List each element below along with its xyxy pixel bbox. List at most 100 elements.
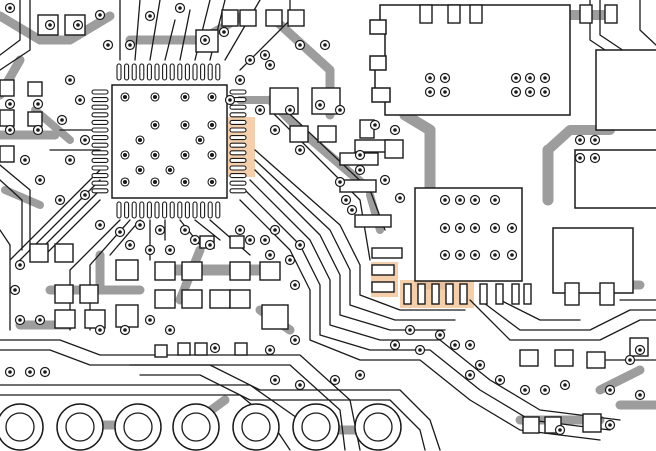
smd-pad — [289, 125, 309, 143]
via-hole — [493, 253, 497, 257]
ic-thermal-via-hole — [209, 179, 215, 185]
smd-pad — [0, 109, 15, 127]
smd-pad — [371, 247, 403, 259]
via-hole — [158, 228, 162, 232]
via-hole — [443, 76, 447, 80]
smd-pad — [419, 4, 433, 24]
via-hole — [510, 226, 514, 230]
via-hole — [593, 156, 597, 160]
via-hole — [298, 43, 302, 47]
smd-pad — [29, 243, 49, 263]
via-hole — [248, 238, 252, 242]
via-hole — [268, 253, 272, 257]
terminal-pad-hole — [363, 412, 393, 442]
ic-thermal-via-hole — [209, 152, 215, 158]
ic-pin — [91, 104, 109, 110]
via-hole — [118, 230, 122, 234]
via-hole — [248, 58, 252, 62]
via-hole — [528, 76, 532, 80]
ic-thermal-via-hole — [122, 94, 128, 100]
via-hole — [298, 148, 302, 152]
ic-pin — [229, 127, 247, 133]
ic-pin — [215, 63, 221, 81]
via-hole — [222, 30, 226, 34]
smd-pad — [194, 342, 208, 356]
via-hole — [208, 243, 212, 247]
smd-pad — [181, 261, 203, 281]
ic-thermal-via-hole — [137, 167, 143, 173]
ic-pin — [91, 165, 109, 171]
ic-pin — [116, 201, 122, 219]
via-hole — [358, 153, 362, 157]
via-hole — [193, 238, 197, 242]
ic-pin — [229, 188, 247, 194]
via-hole — [298, 383, 302, 387]
smd-pad — [403, 283, 412, 305]
via-hole — [628, 358, 632, 362]
ic-pin — [91, 89, 109, 95]
ic-thermal-via-hole — [209, 94, 215, 100]
via-hole — [338, 108, 342, 112]
via-hole — [43, 370, 47, 374]
smd-pad — [445, 283, 454, 305]
smd-pad — [79, 284, 99, 304]
via-hole — [273, 128, 277, 132]
smd-pad — [229, 235, 245, 249]
ic-thermal-via-hole — [122, 152, 128, 158]
smd-pad — [54, 284, 74, 304]
ic-pin — [116, 63, 122, 81]
smd-pad — [265, 9, 283, 27]
smd-pad — [522, 416, 540, 434]
via-hole — [638, 393, 642, 397]
ic-pin — [91, 127, 109, 133]
ic-pin — [91, 188, 109, 194]
ic-thermal-via-hole — [122, 179, 128, 185]
ic-thermal-via-hole — [182, 122, 188, 128]
via-hole — [428, 76, 432, 80]
via-hole — [228, 98, 232, 102]
smd-pad — [54, 309, 76, 329]
smd-pad — [384, 139, 404, 159]
smd-pad — [431, 283, 440, 305]
via-hole — [8, 370, 12, 374]
via-hole — [128, 243, 132, 247]
smd-pad — [27, 81, 43, 97]
via-hole — [123, 328, 127, 332]
via-hole — [38, 178, 42, 182]
via-hole — [18, 263, 22, 267]
ic-pin — [91, 142, 109, 148]
relay-package-mid — [414, 187, 523, 282]
terminal-pad-hole — [241, 412, 271, 442]
via-hole — [558, 428, 562, 432]
ic-pin — [229, 173, 247, 179]
via-hole — [438, 333, 442, 337]
via-hole — [268, 348, 272, 352]
via-hole — [76, 23, 80, 27]
via-hole — [60, 118, 64, 122]
ic-pin — [91, 180, 109, 186]
qfn-ic — [91, 63, 247, 219]
ic-pin — [162, 201, 168, 219]
via-hole — [323, 43, 327, 47]
via-hole — [273, 228, 277, 232]
via-hole — [344, 198, 348, 202]
via-hole — [443, 90, 447, 94]
smd-pad — [417, 283, 426, 305]
via-hole — [473, 198, 477, 202]
smd-pad — [469, 4, 483, 24]
via-hole — [493, 198, 497, 202]
via-hole — [493, 226, 497, 230]
smd-pad — [554, 349, 574, 367]
smd-pad — [586, 351, 606, 369]
via-hole — [138, 223, 142, 227]
round-terminal-pads — [0, 403, 402, 451]
smd-pad — [154, 289, 176, 309]
smd-pad — [371, 281, 395, 293]
via-hole — [8, 102, 12, 106]
via-hole — [333, 378, 337, 382]
via-hole — [498, 378, 502, 382]
via-hole — [238, 78, 242, 82]
ic-pin — [177, 63, 183, 81]
smd-pad — [154, 344, 168, 358]
ic-thermal-via-hole — [182, 94, 188, 100]
